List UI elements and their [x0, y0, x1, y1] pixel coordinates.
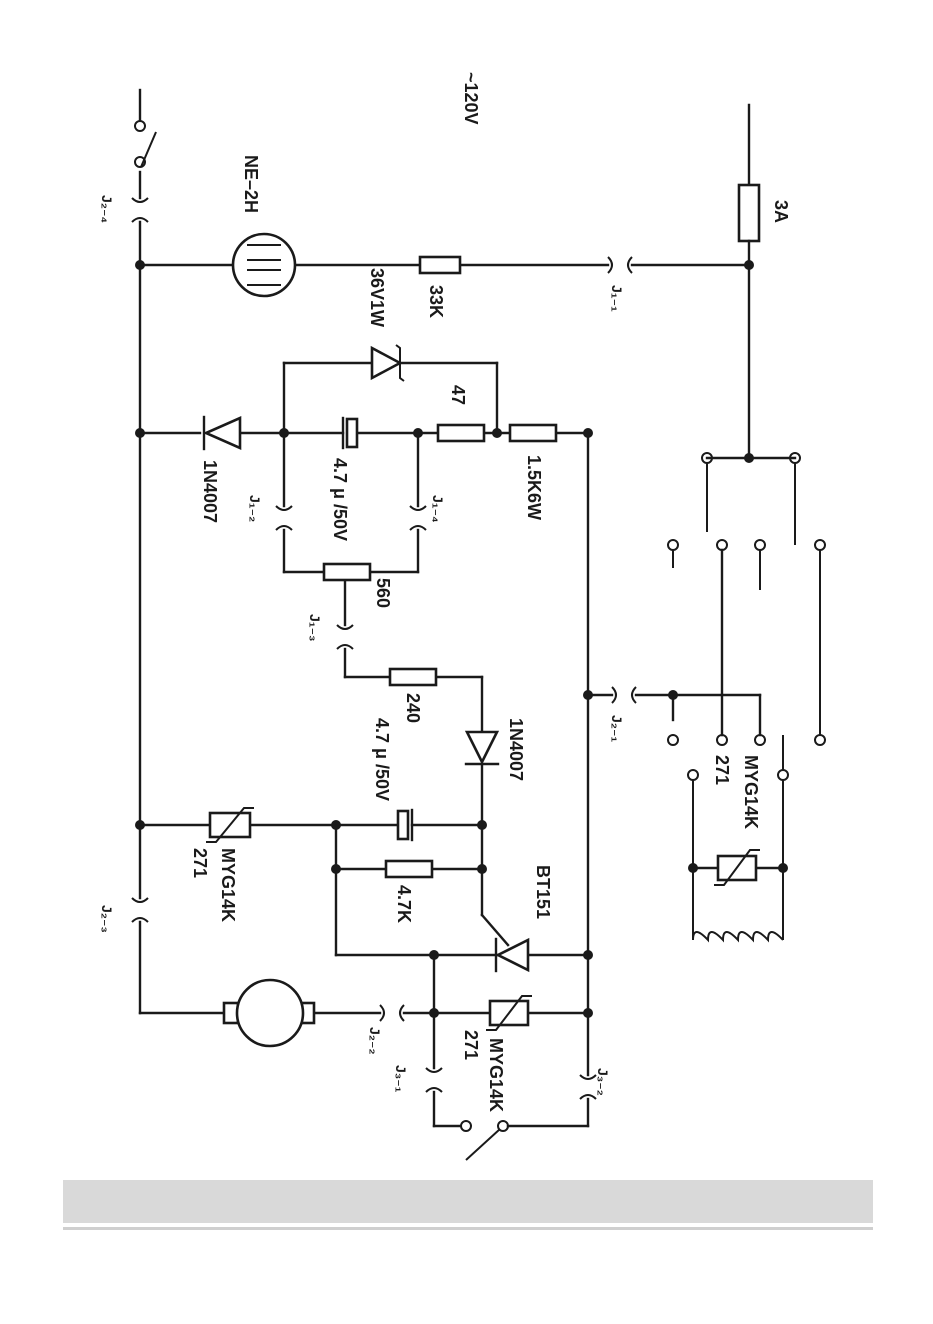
label-zener: 36V1W [367, 268, 387, 327]
capacitor-4u7-a [343, 418, 357, 448]
resistor-1k5-6w [510, 425, 556, 441]
label-var-b-code: 271 [461, 1030, 481, 1060]
zener-36v1w [372, 345, 404, 381]
label-r4k7: 4.7K [394, 885, 414, 923]
label-var-b-type: MYG14K [486, 1038, 506, 1112]
label-cap1: 4.7 μ /50V [330, 458, 350, 541]
label-r240: 240 [403, 693, 423, 723]
label-j3-2: J₃₋₂ [595, 1068, 611, 1096]
connector-j2-3 [132, 898, 148, 922]
capacitor-4u7-b [398, 810, 412, 840]
label-j1-3: J₁₋₃ [307, 614, 323, 641]
label-j2-2: J₂₋₂ [367, 1027, 383, 1055]
resistor-33k [420, 257, 460, 273]
potentiometer-560 [324, 564, 370, 580]
connector-j3-2 [580, 1075, 596, 1099]
connector-j1-4 [410, 506, 426, 530]
switch-bottom [461, 1121, 508, 1160]
diode-1n4007-a [204, 417, 240, 449]
label-r47: 47 [448, 385, 468, 405]
connector-j3-1 [426, 1068, 442, 1092]
label-d1: 1N4007 [200, 460, 220, 523]
label-scr: BT151 [533, 865, 553, 919]
label-j1-2: J₁₋₂ [247, 495, 263, 522]
label-cap2: 4.7 μ /50V [372, 718, 392, 801]
varistor-coil-network [688, 735, 788, 940]
resistor-47 [438, 425, 484, 441]
label-j1-4: J₁₋₄ [430, 495, 446, 523]
row-motor [312, 955, 588, 1126]
scr-bt151 [482, 915, 528, 971]
label-j3-1: J₃₋₁ [393, 1065, 409, 1093]
mains-line [739, 105, 759, 458]
power-switch [135, 121, 156, 167]
varistor-myg14k-a [206, 808, 254, 842]
neon-lamp [233, 234, 295, 296]
connector-j2-2 [380, 1005, 404, 1021]
label-voltage: ~120V [461, 72, 481, 125]
label-r33k: 33K [426, 285, 446, 318]
resistor-4k7 [386, 861, 432, 877]
label-j1-1: J₁₋₁ [609, 285, 625, 312]
label-pot: 560 [373, 578, 393, 608]
label-j2-4: J₂₋₄ [99, 195, 115, 223]
footer-rule [63, 1227, 873, 1230]
footer-bar [63, 1180, 873, 1223]
label-d2: 1N4007 [506, 718, 526, 781]
row-varistor-a [140, 825, 588, 955]
connector-j1-3 [337, 625, 353, 649]
relay-contacts [668, 453, 825, 745]
label-var-a-type: MYG14K [218, 848, 238, 922]
fuse-3a [739, 185, 759, 241]
varistor-myg14k-b [486, 996, 532, 1030]
connector-j2-4 [132, 198, 148, 222]
connector-j2-1 [612, 687, 636, 703]
label-var-c-type: MYG14K [741, 755, 761, 829]
coil [693, 932, 783, 940]
connector-j1-1 [608, 257, 632, 273]
label-fuse: 3A [771, 200, 791, 223]
motor [224, 980, 314, 1046]
label-var-a-code: 271 [190, 848, 210, 878]
label-var-c-code: 271 [712, 755, 732, 785]
resistor-240 [390, 669, 436, 685]
label-r1k5: 1.5K6W [524, 455, 544, 520]
connector-j1-2 [276, 506, 292, 530]
label-j2-3: J₂₋₃ [99, 905, 115, 933]
label-neon: NE–2H [241, 155, 261, 213]
label-j2-1: J₂₋₁ [609, 715, 625, 742]
